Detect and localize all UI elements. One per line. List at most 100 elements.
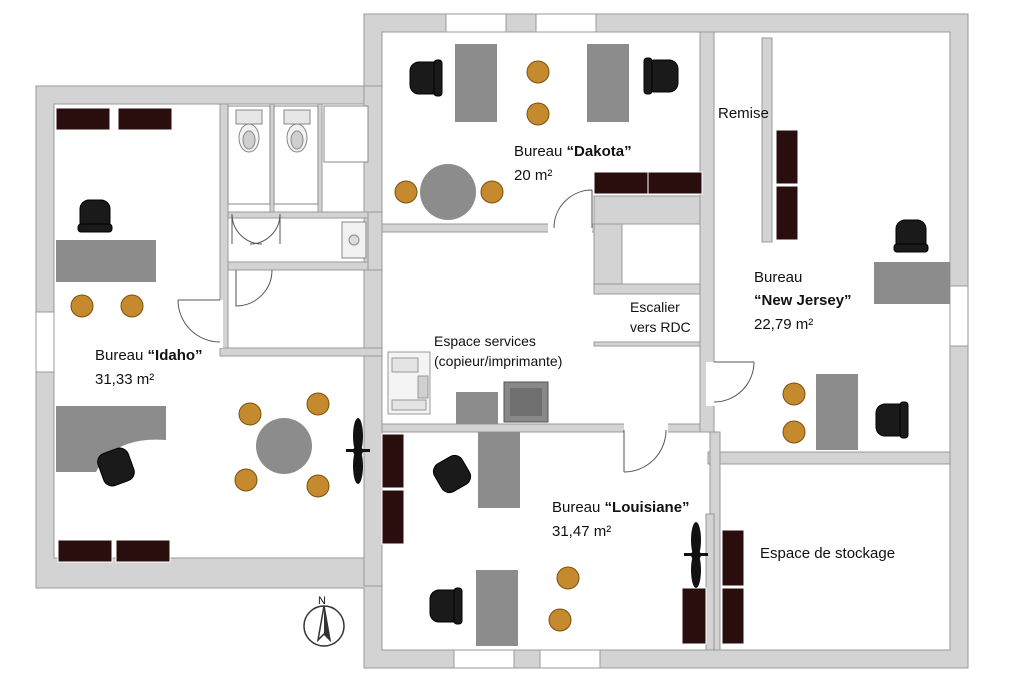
label-louisiane: Bureau “Louisiane”	[552, 499, 690, 516]
wall-segment	[269, 103, 275, 213]
label-newjersey-prefix: Bureau	[754, 269, 802, 286]
window	[949, 285, 969, 347]
label-services-2: (copieur/imprimante)	[434, 353, 562, 369]
furniture	[56, 44, 950, 646]
office-chair-icon	[97, 447, 135, 487]
office-chair-icon	[875, 401, 909, 439]
label-remise: Remise	[718, 105, 769, 122]
cabinet	[681, 587, 707, 645]
office-chair-icon	[409, 59, 443, 97]
cabinet	[57, 539, 113, 563]
label-escalier-1: Escalier	[630, 299, 680, 315]
wall-segment	[227, 261, 369, 271]
label-idaho: Bureau “Idaho”	[95, 347, 203, 364]
chair-icon	[526, 102, 550, 126]
round-table	[420, 164, 476, 220]
wall-segment	[227, 211, 369, 219]
cabinets	[55, 107, 799, 645]
wall-segment	[367, 211, 383, 271]
chair-icon	[782, 420, 806, 444]
desk	[478, 432, 520, 508]
chair-icon	[556, 566, 580, 590]
chair-icon	[238, 402, 262, 426]
door-dakota	[548, 189, 593, 235]
round-table	[256, 418, 312, 474]
wall-segment	[363, 85, 383, 587]
room-labels: Bureau “Dakota” 20 m² Remise Bureau “New…	[95, 105, 895, 562]
window	[453, 649, 515, 669]
wall-segment	[317, 103, 323, 213]
label-services-1: Espace services	[434, 333, 536, 349]
door-corridor	[235, 269, 273, 307]
cabinet	[381, 489, 405, 545]
office-chairs	[77, 57, 929, 625]
label-dakota-area: 20 m²	[514, 167, 552, 184]
cabinet	[775, 129, 799, 185]
window	[535, 13, 597, 33]
wall-segment	[707, 451, 951, 465]
label-idaho-area: 31,33 m²	[95, 371, 154, 388]
wall-segment	[219, 347, 383, 357]
door-wc	[231, 213, 281, 245]
label-stockage: Espace de stockage	[760, 545, 895, 562]
cabinet	[593, 171, 649, 195]
label-dakota: Bureau “Dakota”	[514, 143, 632, 160]
cabinet	[117, 107, 173, 131]
cabinet	[721, 587, 745, 645]
chair-icon	[234, 468, 258, 492]
cabinet	[55, 107, 111, 131]
cabinet	[775, 185, 799, 241]
doors	[177, 189, 755, 473]
office-chair-icon	[429, 587, 463, 625]
chair-icon	[480, 180, 504, 204]
corner-desk	[56, 406, 166, 472]
office-chair-icon	[643, 57, 679, 95]
chair-icon	[306, 392, 330, 416]
window	[445, 13, 507, 33]
windows	[35, 13, 969, 669]
meeting-chairs	[70, 60, 806, 632]
chair-icon	[548, 608, 572, 632]
cabinet	[721, 529, 745, 587]
chair-icon	[70, 294, 94, 318]
wall-segment	[699, 31, 715, 433]
office-chair-icon	[432, 454, 472, 494]
wall-segment	[761, 37, 773, 243]
cabinet	[647, 171, 703, 195]
window	[539, 649, 601, 669]
wall-segment	[705, 513, 715, 651]
wall-segment	[593, 341, 701, 347]
cabinet	[381, 433, 405, 489]
chair-icon	[120, 294, 144, 318]
door-idaho	[177, 299, 223, 348]
desk	[56, 240, 156, 282]
compass-north-label: N	[318, 595, 326, 607]
office-chair-icon	[77, 199, 113, 233]
label-louisiane-area: 31,47 m²	[552, 523, 611, 540]
wc-fixtures	[227, 105, 369, 259]
window	[35, 311, 55, 373]
desk	[587, 44, 629, 122]
sink-icon	[348, 234, 360, 246]
door-newjersey	[706, 361, 755, 406]
desk	[874, 262, 950, 304]
fan-icon	[346, 418, 370, 484]
walls	[35, 13, 969, 669]
cabinet	[115, 539, 171, 563]
door-louisiane	[623, 421, 668, 473]
desk	[476, 570, 518, 646]
compass: N	[303, 595, 345, 647]
label-escalier-2: vers RDC	[630, 319, 691, 335]
label-newjersey-name: “New Jersey”	[754, 292, 852, 309]
label-newjersey-area: 22,79 m²	[754, 316, 813, 333]
chair-icon	[526, 60, 550, 84]
service-table	[456, 392, 498, 424]
office-chair-icon	[893, 219, 929, 253]
chair-icon	[782, 382, 806, 406]
wall-segment	[593, 195, 701, 225]
desk	[455, 44, 497, 122]
copier-icon	[387, 351, 431, 415]
chair-icon	[306, 474, 330, 498]
desk	[816, 374, 858, 450]
